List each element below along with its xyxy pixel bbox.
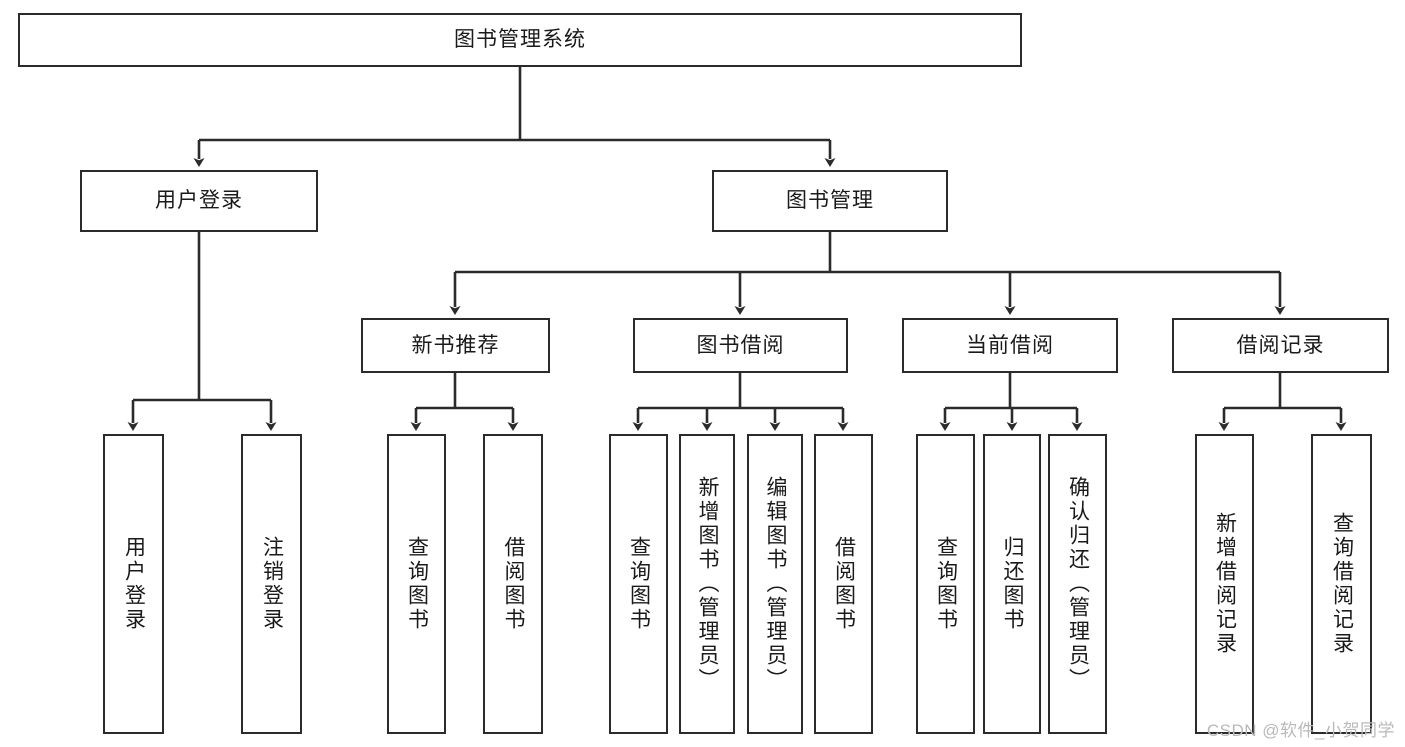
node-leaf-confirm-return-admin[interactable]: 确认归还（管理员） (1048, 434, 1107, 734)
node-label: 注销登录 (260, 536, 284, 632)
node-leaf-query-book-3[interactable]: 查询图书 (916, 434, 975, 734)
node-label: 用户登录 (122, 536, 146, 632)
node-leaf-query-book-2[interactable]: 查询图书 (609, 434, 668, 734)
node-new-book-recommend[interactable]: 新书推荐 (361, 318, 550, 373)
node-leaf-query-borrow-record[interactable]: 查询借阅记录 (1311, 434, 1372, 734)
node-label: 确认归还（管理员） (1066, 476, 1090, 692)
node-book-borrow[interactable]: 图书借阅 (633, 318, 848, 373)
watermark-credit: CSDN @软件_小贺同学 (1206, 721, 1395, 740)
node-current-borrow[interactable]: 当前借阅 (902, 318, 1118, 373)
node-leaf-add-borrow-record[interactable]: 新增借阅记录 (1195, 434, 1254, 734)
node-label: 借阅图书 (502, 536, 526, 632)
node-leaf-user-login[interactable]: 用户登录 (103, 434, 164, 734)
node-leaf-return-book[interactable]: 归还图书 (983, 434, 1041, 734)
node-book-manage[interactable]: 图书管理 (712, 170, 948, 232)
node-label: 借阅图书 (832, 536, 856, 632)
node-label: 新增借阅记录 (1213, 512, 1237, 656)
node-borrow-record[interactable]: 借阅记录 (1172, 318, 1389, 373)
node-label: 图书管理系统 (454, 28, 586, 52)
node-label: 归还图书 (1001, 536, 1025, 632)
node-leaf-add-book-admin[interactable]: 新增图书（管理员） (679, 434, 735, 734)
node-label: 新增图书（管理员） (696, 476, 720, 692)
node-user-login[interactable]: 用户登录 (80, 170, 318, 232)
node-leaf-borrow-book-1[interactable]: 借阅图书 (483, 434, 543, 734)
node-root[interactable]: 图书管理系统 (18, 13, 1022, 67)
node-leaf-user-logout[interactable]: 注销登录 (241, 434, 302, 734)
node-label: 用户登录 (155, 189, 243, 213)
node-label: 图书借阅 (696, 333, 785, 357)
node-label: 查询图书 (405, 536, 429, 632)
node-label: 查询借阅记录 (1330, 512, 1354, 656)
node-label: 新书推荐 (411, 333, 500, 357)
node-leaf-query-book-1[interactable]: 查询图书 (387, 434, 446, 734)
node-label: 查询图书 (934, 536, 958, 632)
node-label: 借阅记录 (1236, 333, 1325, 357)
node-label: 图书管理 (786, 189, 874, 213)
node-leaf-borrow-book-2[interactable]: 借阅图书 (814, 434, 873, 734)
node-label: 当前借阅 (966, 333, 1054, 357)
node-leaf-edit-book-admin[interactable]: 编辑图书（管理员） (747, 434, 803, 734)
node-label: 编辑图书（管理员） (764, 476, 788, 692)
node-label: 查询图书 (627, 536, 651, 632)
